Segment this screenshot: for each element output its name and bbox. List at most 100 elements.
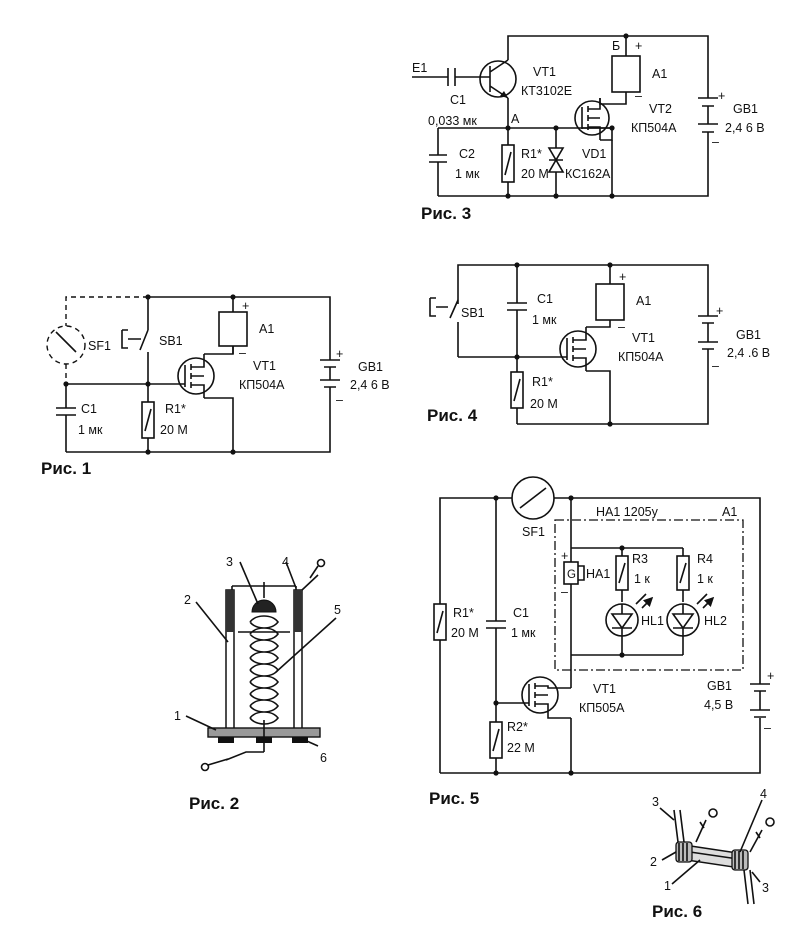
fig6-label-4: 4 xyxy=(760,787,767,801)
fig6-label-3-top: 3 xyxy=(652,795,659,809)
fig5-c1-value: 1 мк xyxy=(511,626,536,640)
fig2-label-5: 5 xyxy=(334,603,341,617)
fig5-ha1-label: HA1 xyxy=(586,567,610,581)
fig1-a1-minus: – xyxy=(239,346,246,360)
fig4-gb1-minus: – xyxy=(712,359,719,373)
fig1-sf1-label: SF1 xyxy=(88,339,111,353)
fig4-caption: Рис. 4 xyxy=(427,406,478,425)
fig5-c1-label: C1 xyxy=(513,606,529,620)
fig5-hl2-label: HL2 xyxy=(704,614,727,628)
fig5-r4-value: 1 к xyxy=(697,572,713,586)
figure-3-schematic xyxy=(412,33,718,199)
fig2-label-3: 3 xyxy=(226,555,233,569)
figure-4-schematic xyxy=(429,262,718,427)
fig1-r1-value: 20 М xyxy=(160,423,188,437)
sf1-reed-switch-symbol xyxy=(46,325,86,365)
fig1-vt1-mosfet-symbol xyxy=(177,357,215,395)
fig6-label-1: 1 xyxy=(664,879,671,893)
fig5-r1-label: R1* xyxy=(453,606,474,620)
fig4-sb1-label: SB1 xyxy=(461,306,485,320)
fig2-label-1: 1 xyxy=(174,709,181,723)
fig5-a1-label: A1 xyxy=(722,505,737,519)
fig5-ha1-plus: + xyxy=(561,549,568,563)
fig1-a1-label: A1 xyxy=(259,322,274,336)
fig5-ha1-title: НА1 1205у xyxy=(596,505,659,519)
fig3-vt2-type: КП504А xyxy=(631,121,677,135)
fig5-r2-value: 22 М xyxy=(507,741,535,755)
fig1-sb1-label: SB1 xyxy=(159,334,183,348)
fig3-r1-label: R1* xyxy=(521,147,542,161)
fig4-r1-value: 20 М xyxy=(530,397,558,411)
fig2-label-2: 2 xyxy=(184,593,191,607)
fig4-a1-minus: – xyxy=(618,320,625,334)
fig4-vt1-mosfet-symbol xyxy=(559,330,597,368)
fig3-gb1-minus: – xyxy=(712,135,719,149)
fig3-node-a: А xyxy=(511,112,520,126)
fig1-c1-label: C1 xyxy=(81,402,97,416)
fig4-c1-label: C1 xyxy=(537,292,553,306)
fig4-a1-label: A1 xyxy=(636,294,651,308)
fig5-gb1-plus: + xyxy=(767,669,774,683)
fig5-r3-label: R3 xyxy=(632,552,648,566)
fig4-gb1-value: 2,4 .6 В xyxy=(727,346,770,360)
fig5-hl1-label: HL1 xyxy=(641,614,664,628)
fig1-gb1-label: GB1 xyxy=(358,360,383,374)
fig5-vt1-mosfet-symbol xyxy=(521,676,559,714)
fig5-caption: Рис. 5 xyxy=(429,789,479,808)
fig1-gb1-value: 2,4 6 В xyxy=(350,378,390,392)
vt2-mosfet-symbol xyxy=(574,100,610,136)
fig5-r2-label: R2* xyxy=(507,720,528,734)
fig1-c1-value: 1 мк xyxy=(78,423,103,437)
fig2-label-4: 4 xyxy=(282,555,289,569)
fig6-label-3-bottom: 3 xyxy=(762,881,769,895)
fig3-vt2-label: VT2 xyxy=(649,102,672,116)
fig3-c1-value: 0,033 мк xyxy=(428,114,477,128)
figure-2-sensor-drawing xyxy=(185,558,337,772)
fig5-r4-label: R4 xyxy=(697,552,713,566)
fig3-a1-label: A1 xyxy=(652,67,667,81)
figure-6-sensor-drawing xyxy=(659,799,775,905)
fig4-vt1-label: VT1 xyxy=(632,331,655,345)
fig1-gb1-minus: – xyxy=(336,393,343,407)
fig5-gb1-minus: – xyxy=(764,721,771,735)
fig5-g-label: G xyxy=(567,569,576,581)
fig5-r3-value: 1 к xyxy=(634,572,650,586)
fig5-sf1-reed-switch-symbol xyxy=(511,476,555,520)
fig1-vt1-type: КП504А xyxy=(239,378,285,392)
fig3-gb1-value: 2,4 6 В xyxy=(725,121,765,135)
fig1-a1-plus: + xyxy=(242,299,249,313)
vt1-transistor-symbol xyxy=(479,60,517,98)
fig3-e1-label: E1 xyxy=(412,61,427,75)
fig1-r1-label: R1* xyxy=(165,402,186,416)
fig3-c1-label: C1 xyxy=(450,93,466,107)
fig6-caption: Рис. 6 xyxy=(652,902,702,921)
fig3-r1-value: 20 М xyxy=(521,167,549,181)
fig3-vt1-type: КТ3102Е xyxy=(521,84,572,98)
fig5-sf1-label: SF1 xyxy=(522,525,545,539)
fig3-vt1-label: VT1 xyxy=(533,65,556,79)
fig3-c2-label: C2 xyxy=(459,147,475,161)
fig5-ha1-minus: – xyxy=(561,585,568,599)
fig1-caption: Рис. 1 xyxy=(41,459,91,478)
fig5-gb1-value: 4,5 В xyxy=(704,698,733,712)
fig3-vd1-label: VD1 xyxy=(582,147,606,161)
fig3-gb1-plus: + xyxy=(718,89,725,103)
fig3-a1-plus: + xyxy=(635,39,642,53)
figure-5-schematic xyxy=(433,476,770,776)
fig4-a1-plus: + xyxy=(619,270,626,284)
fig1-vt1-label: VT1 xyxy=(253,359,276,373)
fig4-c1-value: 1 мк xyxy=(532,313,557,327)
fig3-gb1-label: GB1 xyxy=(733,102,758,116)
fig3-vd1-type: КС162А xyxy=(565,167,611,181)
fig1-gb1-plus: + xyxy=(336,347,343,361)
fig5-vt1-label: VT1 xyxy=(593,682,616,696)
fig4-gb1-plus: + xyxy=(716,304,723,318)
fig5-vt1-type: КП505А xyxy=(579,701,625,715)
fig4-vt1-type: КП504А xyxy=(618,350,664,364)
fig3-a1-minus: – xyxy=(635,89,642,103)
fig2-label-6: 6 xyxy=(320,751,327,765)
fig5-r1-value: 20 М xyxy=(451,626,479,640)
fig6-label-2: 2 xyxy=(650,855,657,869)
fig3-c2-value: 1 мк xyxy=(455,167,480,181)
fig5-gb1-label: GB1 xyxy=(707,679,732,693)
